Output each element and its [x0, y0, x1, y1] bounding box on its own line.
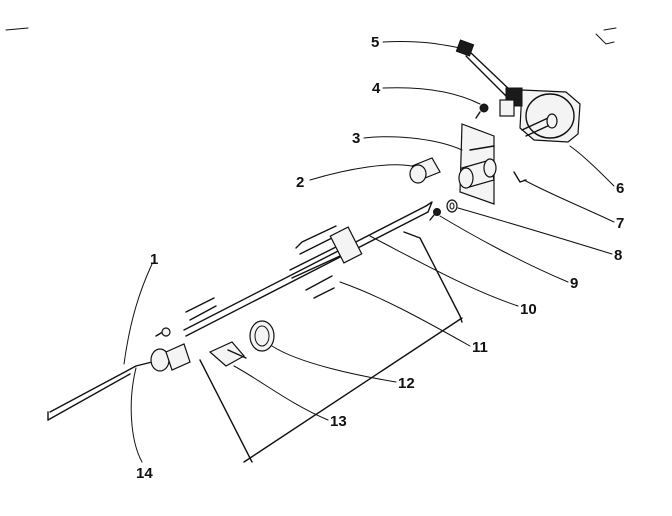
callout-9: 9	[570, 275, 578, 292]
callout-8: 8	[614, 247, 622, 264]
callout-6: 6	[616, 180, 624, 197]
part-12-collar-ring	[249, 320, 275, 352]
part-10-spit-rod	[183, 201, 463, 463]
part-5-plug-connector	[455, 39, 511, 97]
part-4-screw	[475, 103, 489, 119]
part-13-bracket-clip	[208, 341, 247, 367]
callout-5: 5	[371, 34, 379, 51]
callout-7: 7	[616, 215, 624, 232]
callout-3: 3	[352, 130, 360, 147]
leader-lines	[123, 40, 615, 463]
corner-marks	[5, 27, 617, 45]
part-2-bushing	[409, 157, 441, 184]
part-9-screw	[429, 208, 441, 221]
part-6-motor	[499, 87, 581, 143]
callout-13: 13	[330, 413, 347, 430]
callout-10: 10	[520, 301, 537, 318]
callout-4: 4	[372, 80, 381, 97]
part-8-washer	[446, 199, 458, 213]
callout-1: 1	[150, 251, 158, 268]
callout-12: 12	[398, 375, 415, 392]
part-11-spit-forks	[185, 225, 363, 321]
part-7-pin	[513, 171, 527, 183]
callout-11: 11	[472, 339, 488, 356]
callout-2: 2	[296, 174, 304, 191]
part-3-mounting-bracket	[458, 123, 497, 205]
callout-numbers: 1 2 3 4 5 6 7 8 9 10 11 12 13 14	[136, 34, 624, 482]
part-14-handle-knob	[47, 327, 191, 421]
callout-14: 14	[136, 465, 153, 482]
